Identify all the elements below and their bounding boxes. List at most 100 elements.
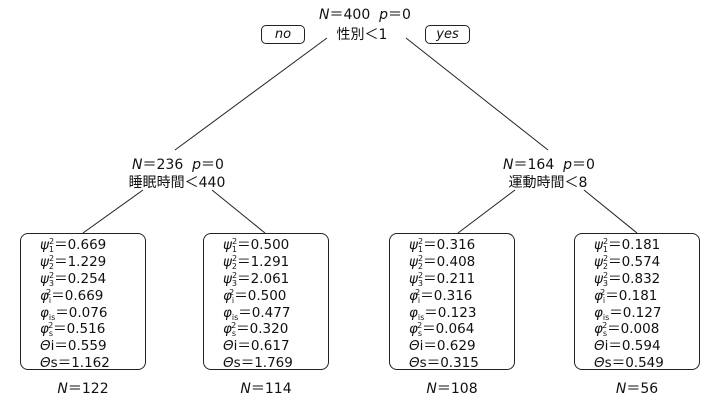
param-eq: ＝ — [611, 355, 626, 372]
param-subscript: i — [602, 295, 606, 305]
param-symbol: Θs — [223, 355, 241, 372]
param-superscript: 2 — [49, 270, 55, 280]
param-base: φ — [223, 321, 232, 338]
param-base: φ — [409, 304, 418, 321]
leaf-n-3: N＝108 — [426, 378, 477, 398]
leaf-3-row-8: Θs＝0.315 — [409, 355, 514, 372]
param-symbol: φis — [40, 305, 55, 324]
root-p-eq: ＝ — [388, 7, 403, 23]
leaf-4-row-5: φis＝0.127 — [594, 305, 699, 322]
leaf-2-row-6: φs2＝0.320 — [223, 321, 328, 338]
leaf-1-row-2: ψ22＝1.229 — [40, 254, 145, 271]
param-eq: ＝ — [51, 287, 65, 304]
param-base: Θ — [40, 338, 51, 355]
param-symbol: ψ12 — [409, 237, 423, 256]
leaf-3-row-2: ψ22＝0.408 — [409, 254, 514, 271]
param-symbol: φis — [223, 305, 238, 324]
param-superscript: 2 — [418, 270, 424, 280]
param-subscript: 3 — [48, 278, 54, 288]
param-base: Θ — [409, 338, 420, 355]
internal-left-n-eq: ＝ — [142, 157, 157, 173]
param-value: 0.316 — [436, 237, 476, 253]
leaf-n-1: N＝122 — [57, 378, 108, 398]
param-symbol: ψ32 — [409, 271, 423, 290]
param-value: 1.769 — [254, 355, 293, 372]
param-value: 0.254 — [67, 270, 107, 287]
param-value: 0.211 — [436, 270, 476, 287]
param-value: 0.064 — [435, 321, 475, 338]
param-value: 0.559 — [67, 338, 107, 355]
param-value: 0.516 — [66, 321, 106, 338]
param-subscript: 2 — [231, 261, 237, 271]
param-eq: ＝ — [423, 253, 437, 270]
branch-label-no: no — [261, 25, 305, 44]
leaf-2-row-2: ψ22＝1.291 — [223, 254, 328, 271]
leaf-2-row-8: Θs＝1.769 — [223, 355, 328, 372]
param-value: 0.123 — [437, 304, 477, 321]
internal-left-n-label: N — [132, 157, 143, 173]
param-subscript: is — [417, 312, 425, 322]
param-base: φ — [40, 304, 49, 321]
leaf-3-row-6: φs2＝0.064 — [409, 321, 514, 338]
param-base: ψ — [594, 253, 603, 270]
param-symbol: ψ22 — [223, 254, 237, 273]
edge-right-leaf4 — [583, 189, 638, 234]
leaf-3-row-7: Θi＝0.629 — [409, 338, 514, 355]
leaf-1-row-6: φs2＝0.516 — [40, 321, 145, 338]
param-suffix: i — [233, 338, 238, 355]
param-value: 0.832 — [621, 270, 661, 287]
param-value: 0.181 — [618, 287, 658, 304]
param-eq: ＝ — [605, 287, 619, 304]
param-subscript: s — [231, 329, 237, 339]
leaf-4-row-3: ψ32＝0.832 — [594, 271, 699, 288]
param-base: Θ — [223, 355, 234, 372]
param-eq: ＝ — [236, 321, 250, 338]
param-eq: ＝ — [237, 270, 251, 287]
param-base: ψ — [594, 270, 603, 287]
leaf-1-n-value: 122 — [81, 381, 109, 397]
param-value: 0.316 — [433, 287, 473, 304]
leaf-1-row-8: Θs＝1.162 — [40, 355, 145, 372]
param-value: 0.408 — [436, 253, 476, 270]
param-value: 0.629 — [436, 338, 476, 355]
param-base: ψ — [40, 237, 49, 253]
param-value: 1.291 — [250, 253, 290, 270]
param-eq: ＝ — [237, 338, 251, 355]
leaf-4-row-8: Θs＝0.549 — [594, 355, 699, 372]
internal-left-p-eq: ＝ — [201, 157, 216, 173]
leaf-2-row-7: Θi＝0.617 — [223, 338, 328, 355]
param-eq: ＝ — [57, 355, 72, 372]
param-value: 0.574 — [621, 253, 661, 270]
param-value: 0.500 — [250, 237, 290, 253]
param-symbol: φs2 — [594, 321, 607, 340]
param-symbol: φis — [409, 305, 424, 324]
param-symbol: φi2 — [223, 288, 234, 307]
leaf-3-n-value: 108 — [450, 381, 478, 397]
param-eq: ＝ — [423, 338, 437, 355]
leaf-2-row-4: φi2＝0.500 — [223, 288, 328, 305]
param-symbol: φi2 — [409, 288, 420, 307]
param-symbol: ψ32 — [40, 271, 54, 290]
param-subscript: is — [231, 312, 239, 322]
leaf-1-row-1: ψ12＝0.669 — [40, 237, 145, 254]
leaf-3-row-4: φi2＝0.316 — [409, 288, 514, 305]
param-subscript: 1 — [417, 245, 423, 254]
internal-left-p-label: p — [192, 157, 202, 173]
internal-right-n-eq: ＝ — [513, 157, 528, 173]
param-symbol: ψ22 — [40, 254, 54, 273]
param-base: Θ — [594, 355, 605, 372]
param-base: Θ — [40, 355, 51, 372]
param-eq: ＝ — [238, 304, 252, 321]
param-suffix: s — [604, 355, 612, 372]
param-superscript: 2 — [415, 287, 421, 297]
param-superscript: 2 — [231, 321, 237, 331]
leaf-2-n-label: N — [240, 381, 251, 397]
param-symbol: ψ12 — [223, 237, 237, 256]
root-n-value: 400 — [343, 7, 371, 23]
param-superscript: 2 — [49, 253, 55, 263]
leaf-3-row-5: φis＝0.123 — [409, 305, 514, 322]
internal-right-n-label: N — [503, 157, 514, 173]
param-superscript: 2 — [417, 321, 423, 331]
